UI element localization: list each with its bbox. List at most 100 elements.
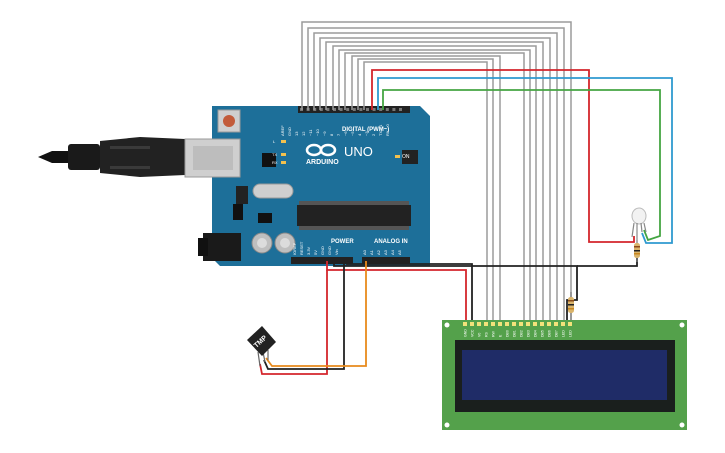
digital-pin-label: 8 [329,133,334,136]
digital-pin-label: ~11 [308,129,313,136]
digital-pin-label: TX→1 [378,124,383,136]
lcd-pin[interactable] [561,322,565,326]
header-pin[interactable] [346,108,350,111]
digital-pin-label: ~9 [322,131,327,136]
icsp-header [402,150,418,164]
digital-pin-label: RX←0 [385,123,390,136]
digital-pin-label: 7 [336,133,341,136]
power-pin-label: RESET [299,241,304,255]
header-pin[interactable] [366,108,369,111]
regulator-chip [233,204,243,220]
analog-pin-label: A4 [390,249,395,255]
rgb-led[interactable] [631,207,647,240]
digital-pin-label: AREF [280,125,285,136]
power-header [291,257,353,264]
lcd-pin-label: DB5 [541,330,545,337]
power-pin-label: GND [320,246,325,255]
analog-pin-label: A1 [369,249,374,255]
lcd-pin-label: GND [464,329,468,337]
power-pin-label: Vin [334,249,339,255]
lcd-pin-label: RW [492,331,496,337]
lcd-pin[interactable] [526,322,530,326]
lcd-pin[interactable] [491,322,495,326]
lcd-pin-label: DB0 [506,330,510,337]
power-wires [259,258,638,375]
tmp-sensor[interactable]: TMP [247,326,276,367]
lcd-pin[interactable] [505,322,509,326]
led-tx-label: TX [272,152,277,157]
header-pin[interactable] [379,108,383,111]
digital-pin-label: GND [287,127,292,136]
led-wires [371,69,673,244]
lcd-pin-label: LED [562,330,566,337]
resistor-icon [568,292,574,322]
lcd-pin-label: DB6 [548,330,552,337]
header-pin[interactable] [392,108,396,111]
lcd-screen [462,350,667,400]
digital-pin-label: ~3 [364,131,369,136]
brand-label: ARDUINO [306,159,339,166]
lcd-pin[interactable] [477,322,481,326]
gray-data-wires [301,21,572,322]
digital-pin-label: ~6 [343,131,348,136]
lcd-pin-label: DB7 [555,330,559,337]
lcd-pin-label: DB1 [513,330,517,337]
digital-label: DIGITAL (PWM~) [342,127,389,133]
arduino-logo: ARDUINO UNO [305,143,373,166]
lcd-pin[interactable] [470,322,474,326]
lcd-pin[interactable] [554,322,558,326]
lcd-pin-label: V0 [478,333,482,337]
power-pin-label: GND [327,246,332,255]
digital-pin-label: 2 [371,133,376,136]
lcd-pin[interactable] [463,322,467,326]
header-pin[interactable] [333,108,336,111]
lcd-pin[interactable] [519,322,523,326]
lcd-pin[interactable] [547,322,551,326]
lcd-pin-label: DB3 [527,330,531,337]
header-pin[interactable] [319,108,323,111]
model-label: UNO [344,144,373,159]
lcd-pin-label: LED [569,330,573,337]
header-pin[interactable] [326,108,330,111]
lcd-pin[interactable] [512,322,516,326]
atmega-chip [297,201,411,230]
lcd-pin[interactable] [540,322,544,326]
analog-pin-label: A5 [397,249,402,255]
lcd-pin[interactable] [484,322,488,326]
analog-pin-label: A2 [376,249,381,255]
lcd-pin-label: E [499,334,503,337]
lcd-pin-label: DB2 [520,330,524,337]
header-pin[interactable] [339,108,343,111]
reset-button[interactable] [217,109,241,133]
power-jack [203,233,241,261]
power-label: POWER [331,239,354,245]
arduino-board[interactable]: ARDUINO UNO DIGITAL (PWM~) POWER ANALOG … [184,106,430,266]
analog-pin-label: A3 [383,249,388,255]
analog-header [362,257,410,264]
digital-pin-label: ~5 [350,131,355,136]
lcd-pin[interactable] [498,322,502,326]
lcd-pin-label: DB4 [534,330,538,337]
lcd-pin[interactable] [568,322,572,326]
header-pin[interactable] [372,108,376,111]
digital-pin-label: 12 [301,131,306,136]
header-pin[interactable] [385,108,389,111]
header-pin[interactable] [399,108,402,111]
analog-pin-label: A0 [362,249,367,255]
header-pin[interactable] [359,108,363,111]
header-pin[interactable] [352,108,356,111]
power-pin-label: 5V [313,250,318,255]
lcd-pin[interactable] [533,322,537,326]
power-pin-label: IOREF [292,242,297,255]
lcd-pin-label: RS [485,331,489,337]
digital-pin-label: ~10 [315,128,320,136]
lcd-pin-label: VCC [471,329,475,337]
power-pin-label: 3.3V [306,246,311,255]
analog-label: ANALOG IN [374,239,408,245]
